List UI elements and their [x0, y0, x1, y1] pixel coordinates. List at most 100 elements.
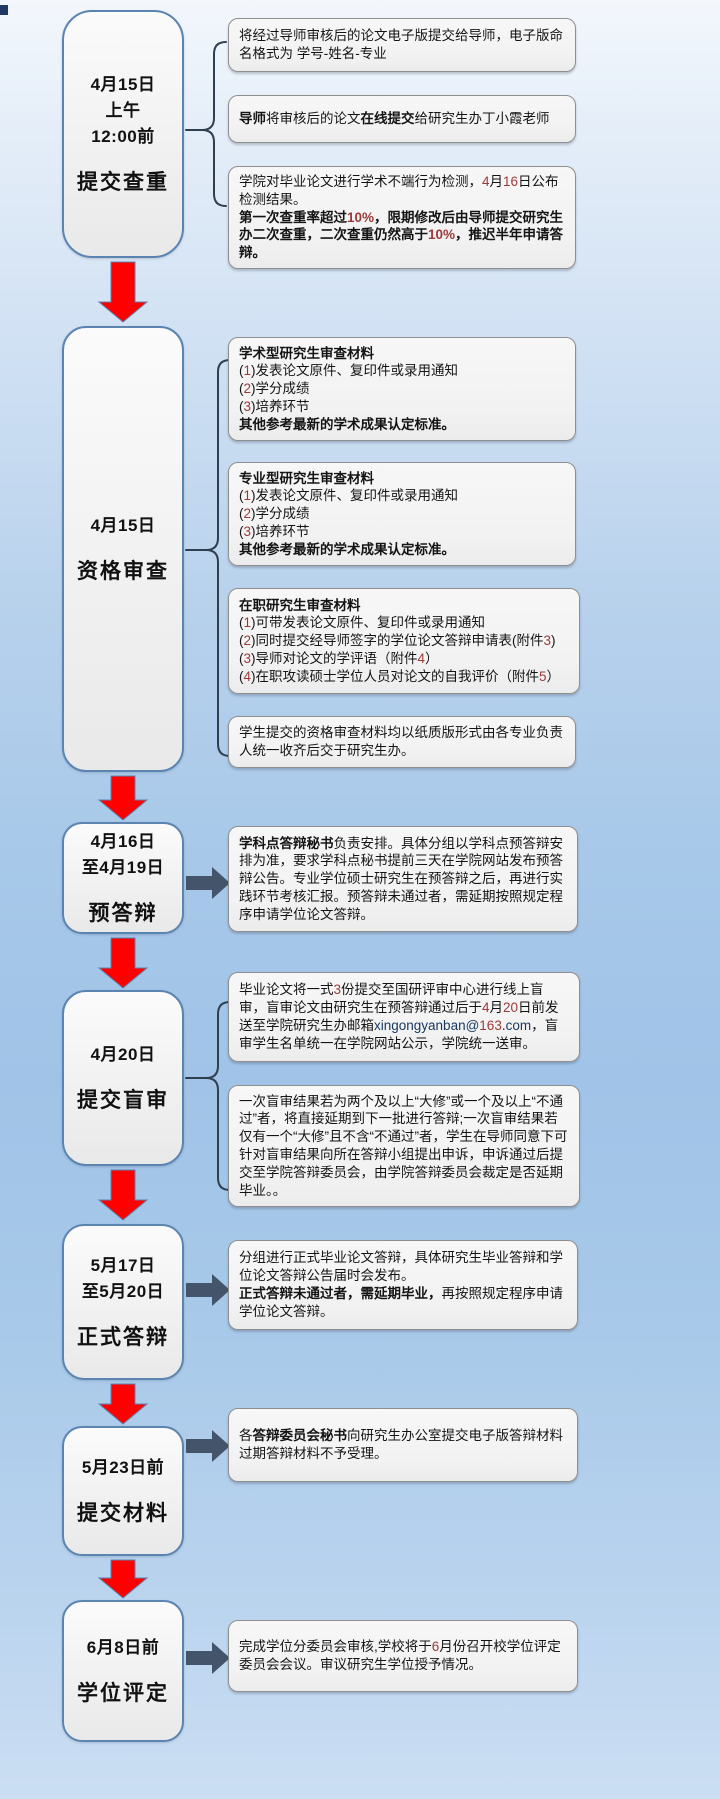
- segment: (1)发表论文原件、复印件或录用通知(2)学分成绩(3)培养环节: [239, 488, 458, 539]
- block-arrow-icon-pre-defense: [186, 867, 230, 899]
- segment: (1)发表论文原件、复印件或录用通知(2)学分成绩(3)培养环节: [239, 363, 458, 414]
- segment: 将经过导师审核后的论文电子版提交给导师，电子版命名格式为 学号-姓名-专业: [239, 28, 563, 61]
- down-arrow-icon-2: [97, 775, 149, 821]
- stage-date-line: 4月15日: [90, 516, 156, 535]
- text-run: (: [239, 668, 244, 684]
- note-text: 学术型研究生审查材料(1)发表论文原件、复印件或录用通知(2)学分成绩(3)培养…: [239, 345, 458, 434]
- text-run: 16: [503, 174, 519, 189]
- segment: 学生提交的资格审查材料均以纸质版形式由各专业负责人统一收齐后交于研究生办。: [239, 725, 563, 758]
- text-run: 1: [243, 363, 252, 379]
- text-run: 日前发送至学院研究生办邮箱: [239, 1000, 559, 1033]
- bold-segment: 正式答辩未通过者，需延期毕业，: [239, 1286, 442, 1301]
- note-text: 专业型研究生审查材料(1)发表论文原件、复印件或录用通知(2)学分成绩(3)培养…: [239, 470, 458, 559]
- text-run: )发表论文原件、复印件或录用通知: [251, 488, 459, 504]
- text-run: 在职研究生审查材料: [239, 597, 361, 613]
- text-run: 月份召开校学位评定委员会会议。审议研究生学位授予情况。: [239, 1639, 561, 1672]
- stage-date-line: 至5月20日: [81, 1282, 165, 1301]
- text-run: (: [239, 363, 244, 379]
- text-run: 正式答辩未通过者，需延期毕业，: [239, 1286, 442, 1301]
- text-run: 分组进行正式毕业论文答辩，具体研究生毕业答辩和学位论文答辩公告届时会发布。: [239, 1250, 563, 1284]
- text-run: 4: [243, 668, 252, 684]
- stage-name-pre-defense: 预答辩: [88, 901, 158, 925]
- text-run: 其他参考最新的学术成果认定标准。: [239, 416, 455, 432]
- segment: 毕业论文将一式3份提交至国研评审中心进行线上盲审，盲审论文由研究生在预答辩通过后…: [239, 982, 559, 1050]
- down-arrow-icon-5: [97, 1383, 149, 1425]
- stage-name-submit-materials: 提交材料: [77, 1501, 169, 1525]
- text-run: 答辩委员会秘书: [252, 1428, 348, 1444]
- segment: 给研究生办丁小霞老师: [415, 111, 550, 126]
- text-run: ): [551, 633, 556, 649]
- text-run: 其他参考最新的学术成果认定标准。: [239, 541, 455, 557]
- text-run: 1: [243, 488, 252, 504]
- down-arrow-icon-1: [97, 261, 149, 323]
- segment: 学院对毕业论文进行学术不端行为检测，4月16日公布检测结果。: [239, 174, 559, 207]
- note-qualification-review-4: 学生提交的资格审查材料均以纸质版形式由各专业负责人统一收齐后交于研究生办。: [228, 716, 576, 768]
- text-run: (: [239, 506, 244, 522]
- segment: 负责安排。具体分组以学科点预答辩安排为准，要求学科点秘书提前三天在学院网站发布预…: [239, 836, 563, 922]
- stage-date-line: 4月15日: [90, 75, 156, 94]
- note-submit-blind-review-1: 毕业论文将一式3份提交至国研评审中心进行线上盲审，盲审论文由研究生在预答辩通过后…: [228, 972, 580, 1062]
- text-run: (: [239, 650, 244, 666]
- stage-name-submit-plagiarism-check: 提交查重: [77, 170, 169, 194]
- segment: 再按照规定程序申请学位论文答辩。: [239, 1286, 563, 1319]
- stage-name-submit-blind-review: 提交盲审: [77, 1088, 169, 1112]
- text-run: 过期答辩材料不予受理。: [239, 1446, 388, 1461]
- text-run: 4: [482, 1000, 490, 1016]
- text-run: )导师对论文的学评语（附件: [251, 650, 418, 666]
- bold-segment: 其他参考最新的学术成果认定标准。: [239, 542, 455, 557]
- stage-box-submit-materials: 5月23日前提交材料: [62, 1426, 184, 1556]
- bold-segment: 学术型研究生审查材料: [239, 346, 374, 361]
- note-text: 导师将审核后的论文在线提交给研究生办丁小霞老师: [239, 110, 550, 128]
- text-run: (: [239, 633, 244, 649]
- note-qualification-review-1: 学术型研究生审查材料(1)发表论文原件、复印件或录用通知(2)学分成绩(3)培养…: [228, 337, 576, 441]
- text-run: )培养环节: [251, 523, 310, 539]
- text-run: 负责安排。具体分组以学科点预答辩安排为准，要求学科点秘书提前三天在学院网站发布预…: [239, 835, 563, 922]
- text-run: 学术型研究生审查材料: [239, 345, 374, 361]
- text-run: 将经过导师审核后的论文电子版提交给导师，电子版命名格式为 学号-姓名-专业: [239, 28, 563, 61]
- bold-segment: 在职研究生审查材料: [239, 598, 361, 613]
- text-run: 163: [479, 1018, 502, 1033]
- text-run: 20: [503, 1000, 519, 1016]
- note-text: 学院对毕业论文进行学术不端行为检测，4月16日公布检测结果。第一次查重率超过10…: [239, 173, 565, 262]
- bracket-connector-qualification-review: [185, 359, 231, 757]
- text-run: 10%: [428, 227, 456, 243]
- note-submit-plagiarism-check-1: 将经过导师审核后的论文电子版提交给导师，电子版命名格式为 学号-姓名-专业: [228, 18, 576, 72]
- note-qualification-review-3: 在职研究生审查材料 (1)可带发表论文原件、复印件或录用通知(2)同时提交经导师签…: [228, 588, 580, 694]
- text-run: )同时提交经导师签字的学位论文答辩申请表(附件: [251, 633, 544, 649]
- note-formal-defense-1: 分组进行正式毕业论文答辩，具体研究生毕业答辩和学位论文答辩公告届时会发布。正式答…: [228, 1240, 578, 1330]
- text-run: )学分成绩: [251, 381, 310, 397]
- segment: (1)可带发表论文原件、复印件或录用通知(2)同时提交经导师签字的学位论文答辩申…: [239, 615, 560, 683]
- note-text: 分组进行正式毕业论文答辩，具体研究生毕业答辩和学位论文答辩公告届时会发布。正式答…: [239, 1249, 567, 1320]
- bracket-connector-submit-plagiarism-check: [185, 41, 227, 207]
- text-run: 5: [539, 668, 547, 684]
- stage-box-formal-defense: 5月17日至5月20日正式答辩: [62, 1224, 184, 1380]
- text-run: ）: [425, 650, 439, 666]
- note-text: 完成学位分委员会审核,学校将于6月份召开校学位评定委员会会议。审议研究生学位授予…: [239, 1638, 567, 1674]
- note-text: 毕业论文将一式3份提交至国研评审中心进行线上盲审，盲审论文由研究生在预答辩通过后…: [239, 981, 569, 1052]
- text-run: 学院对毕业论文进行学术不端行为检测，: [239, 174, 482, 189]
- text-run: )培养环节: [251, 398, 310, 414]
- stage-box-pre-defense: 4月16日至4月19日预答辩: [62, 822, 184, 934]
- segment: 将审核后的论文: [266, 111, 361, 126]
- text-run: 日公布检测结果。: [239, 174, 559, 207]
- text-run: 将审核后的论文: [266, 111, 361, 127]
- text-run: 2: [243, 506, 252, 522]
- text-run: (: [239, 381, 244, 397]
- stage-date-line: 5月23日前: [81, 1458, 165, 1477]
- text-run: 专业型研究生审查材料: [239, 470, 374, 486]
- text-run: 在线提交: [360, 111, 415, 127]
- text-run: 3: [333, 982, 342, 998]
- stage-name-qualification-review: 资格审查: [77, 559, 169, 583]
- text-run: 3: [243, 398, 252, 414]
- text-run: xingongyanban@: [374, 1018, 480, 1033]
- text-run: 学科点答辩秘书: [239, 835, 334, 851]
- bold-segment: 第一次查重率超过10%，限期修改后由导师提交研究生办二次查重，二次查重仍然高于1…: [239, 210, 563, 261]
- stage-name-formal-defense: 正式答辩: [77, 1325, 169, 1349]
- stray-mark: [0, 5, 8, 15]
- segment: 一次盲审结果若为两个及以上“大修”或一个及以上“不通过”者，将直接延期到下一批进…: [239, 1094, 567, 1198]
- segment: 向研究生办公室提交电子版答辩材料过期答辩材料不予受理。: [239, 1428, 563, 1461]
- text-run: )在职攻读硕士学位人员对论文的自我评价（附件: [251, 668, 540, 684]
- segment: 完成学位分委员会审核,学校将于6月份召开校学位评定委员会会议。审议研究生学位授予…: [239, 1639, 561, 1672]
